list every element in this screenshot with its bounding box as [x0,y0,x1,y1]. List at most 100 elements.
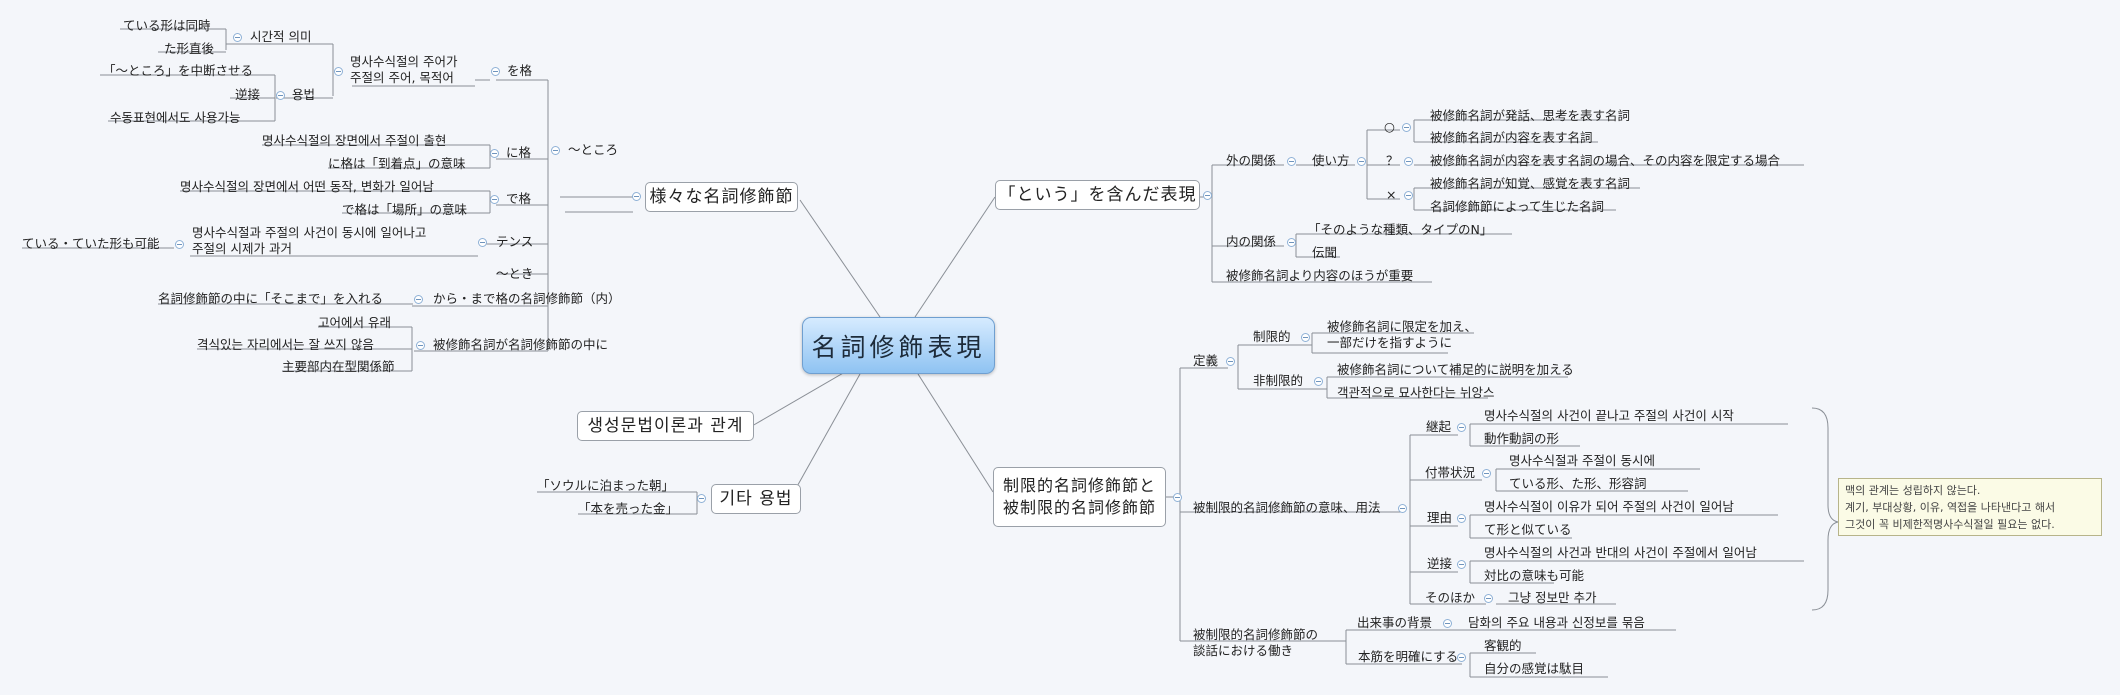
node-ukemi[interactable]: 수동표현에서도 사용가능 [110,110,241,125]
topic-seisei[interactable]: 생성문법이론과 관계 [577,411,754,441]
collapse-toggle-icon[interactable] [1357,157,1366,166]
collapse-toggle-icon[interactable] [1443,619,1452,628]
node-futaiB[interactable]: ている形、た形、形容詞 [1509,476,1647,491]
node-tenseA[interactable]: 명사수식절과 주절의 사건이 동시에 일어나고 주절의 시제가 과거 [192,225,426,257]
node-soto[interactable]: 外の関係 [1226,153,1277,168]
collapse-toggle-icon[interactable] [414,295,423,304]
node-gyakusetsu[interactable]: 逆接 [235,87,261,102]
collapse-toggle-icon[interactable] [1404,191,1413,200]
node-tense[interactable]: テンス [496,234,534,249]
collapse-toggle-icon[interactable] [1457,560,1466,569]
collapse-toggle-icon[interactable] [1173,493,1182,502]
topic-seigen[interactable]: 制限的名詞修飾節と 被制限的名詞修飾節 [993,467,1166,527]
node-riyuA[interactable]: 명사수식절이 이유가 되어 주절의 사건이 일어남 [1484,499,1734,514]
node-r2[interactable]: 被修飾名詞が内容を表す名詞 [1430,130,1593,145]
node-batsu[interactable]: × [1386,187,1397,202]
node-seigenA[interactable]: 被修飾名詞に限定を加え、 一部だけを指すように [1327,319,1477,351]
node-gyaku[interactable]: 逆接 [1427,556,1453,571]
node-haikeiA[interactable]: 담화의 주요 내용과 신정보를 묶음 [1468,615,1645,630]
node-chudan[interactable]: 「～ところ」を中断させる [103,63,254,78]
collapse-toggle-icon[interactable] [1203,191,1212,200]
node-teigi[interactable]: 定義 [1193,353,1219,368]
node-juyo[interactable]: 被修飾名詞より内容のほうが重要 [1226,268,1414,283]
node-takei[interactable]: た形直後 [164,41,215,56]
node-niB[interactable]: に格は「到着点」の意味 [328,156,466,171]
node-r1[interactable]: 被修飾名詞が発話、思考を表す名詞 [1430,108,1631,123]
node-gyakuB[interactable]: 対比の意味も可能 [1484,568,1585,583]
collapse-toggle-icon[interactable] [1226,357,1235,366]
central-topic[interactable]: 名詞修飾表現 [802,317,995,374]
topic-toiu[interactable]: 「という」を含んだ表現 [995,180,1200,210]
collapse-toggle-icon[interactable] [276,91,285,100]
collapse-toggle-icon[interactable] [1301,333,1310,342]
node-riyuB[interactable]: て形と似ている [1484,522,1572,537]
node-shugo[interactable]: 명사수식절의 주어가 주절의 주어, 목적어 [350,54,457,86]
collapse-toggle-icon[interactable] [478,238,487,247]
node-sonoyona[interactable]: 「そのような種類、タイプのN」 [1308,222,1493,237]
collapse-toggle-icon[interactable] [175,240,184,249]
collapse-toggle-icon[interactable] [632,192,641,201]
node-hon[interactable]: 「本を売った金」 [578,501,679,516]
topic-sonota[interactable]: 기타 용법 [711,484,801,514]
node-haikei[interactable]: 出来事の背景 [1357,615,1433,630]
collapse-toggle-icon[interactable] [1402,123,1411,132]
node-r4[interactable]: 被修飾名詞が知覚、感覚を表す名詞 [1430,176,1631,191]
node-deB[interactable]: で格は「場所」の意味 [342,202,468,217]
node-keikiA[interactable]: 명사수식절의 사건이 끝나고 주절의 사건이 시작 [1484,408,1734,423]
collapse-toggle-icon[interactable] [697,494,706,503]
node-danwa[interactable]: 被制限的名詞修飾節の 談話における働き [1193,627,1318,659]
node-hatena[interactable]: ？ [1386,153,1399,168]
node-jibun[interactable]: 自分の感覚は駄目 [1484,661,1585,676]
collapse-toggle-icon[interactable] [1457,423,1466,432]
node-futaiA[interactable]: 명사수식절과 주절이 동시에 [1509,453,1655,468]
node-shuyo[interactable]: 主要部内在型関係節 [282,359,395,374]
node-seigenteki[interactable]: 制限的 [1253,329,1291,344]
node-riyu[interactable]: 理由 [1427,510,1453,525]
collapse-toggle-icon[interactable] [1314,377,1323,386]
collapse-toggle-icon[interactable] [1484,594,1493,603]
node-uchi[interactable]: 内の関係 [1226,234,1277,249]
node-keikiB[interactable]: 動作動詞の形 [1484,431,1560,446]
collapse-toggle-icon[interactable] [1287,238,1296,247]
node-imi[interactable]: 被制限的名詞修飾節の意味、用法 [1193,500,1381,515]
collapse-toggle-icon[interactable] [491,67,500,76]
node-hiseigenteki[interactable]: 非制限的 [1253,373,1304,388]
node-futai[interactable]: 付帯状況 [1425,465,1476,480]
node-tokoro[interactable]: ～ところ [568,142,619,157]
node-koeo[interactable]: 고어에서 유래 [318,315,391,330]
node-r3[interactable]: 被修飾名詞が内容を表す名詞の場合、その内容を限定する場合 [1430,153,1781,168]
node-karamade[interactable]: から・まで格の名詞修飾節（内） [433,291,621,306]
node-sonohokaA[interactable]: 그냥 정보만 추가 [1508,590,1597,605]
node-kakushiki[interactable]: 격식있는 자리에서는 잘 쓰지 않음 [197,337,374,352]
topic-samazama[interactable]: 様々な名詞修飾節 [645,182,798,212]
node-hishuin[interactable]: 被修飾名詞が名詞修飾節の中に [433,337,609,352]
node-kyakkan[interactable]: 객관적으로 묘사한다는 뉘앙스 [1337,385,1495,400]
collapse-toggle-icon[interactable] [1398,504,1407,513]
node-keiki[interactable]: 継起 [1426,419,1452,434]
node-denbun[interactable]: 伝聞 [1312,245,1338,260]
node-wokaku[interactable]: を格 [507,63,533,78]
collapse-toggle-icon[interactable] [334,67,343,76]
node-yoho[interactable]: 용법 [292,87,316,102]
callout-note[interactable]: 맥의 관계는 성립하지 않는다. 계기, 부대상황, 이유, 역접을 나타낸다고… [1838,478,2102,536]
collapse-toggle-icon[interactable] [1404,157,1413,166]
collapse-toggle-icon[interactable] [1482,469,1491,478]
node-honsuji[interactable]: 本筋を明確にする [1358,649,1459,664]
collapse-toggle-icon[interactable] [1457,514,1466,523]
collapse-toggle-icon[interactable] [490,195,499,204]
node-tsukaikata[interactable]: 使い方 [1312,153,1350,168]
node-gyakuA[interactable]: 명사수식절의 사건과 반대의 사건이 주절에서 일어남 [1484,545,1757,560]
node-teita[interactable]: ている・ていた形も可能 [22,236,160,251]
collapse-toggle-icon[interactable] [1287,157,1296,166]
node-deA[interactable]: 명사수식절의 장면에서 어떤 동작, 변화가 일어남 [180,179,434,194]
node-maru[interactable]: ○ [1384,119,1395,134]
node-seoul[interactable]: 「ソウルに泊まった朝」 [537,478,675,493]
node-sokomade[interactable]: 名詞修飾節の中に「そこまで」を入れる [158,291,384,306]
collapse-toggle-icon[interactable] [233,33,242,42]
node-dekaku[interactable]: で格 [506,191,532,206]
collapse-toggle-icon[interactable] [416,341,425,350]
node-teiru[interactable]: ている形は同時 [123,18,211,33]
node-nikaku[interactable]: に格 [506,145,532,160]
node-sonohoka[interactable]: そのほか [1425,590,1476,605]
collapse-toggle-icon[interactable] [551,146,560,155]
